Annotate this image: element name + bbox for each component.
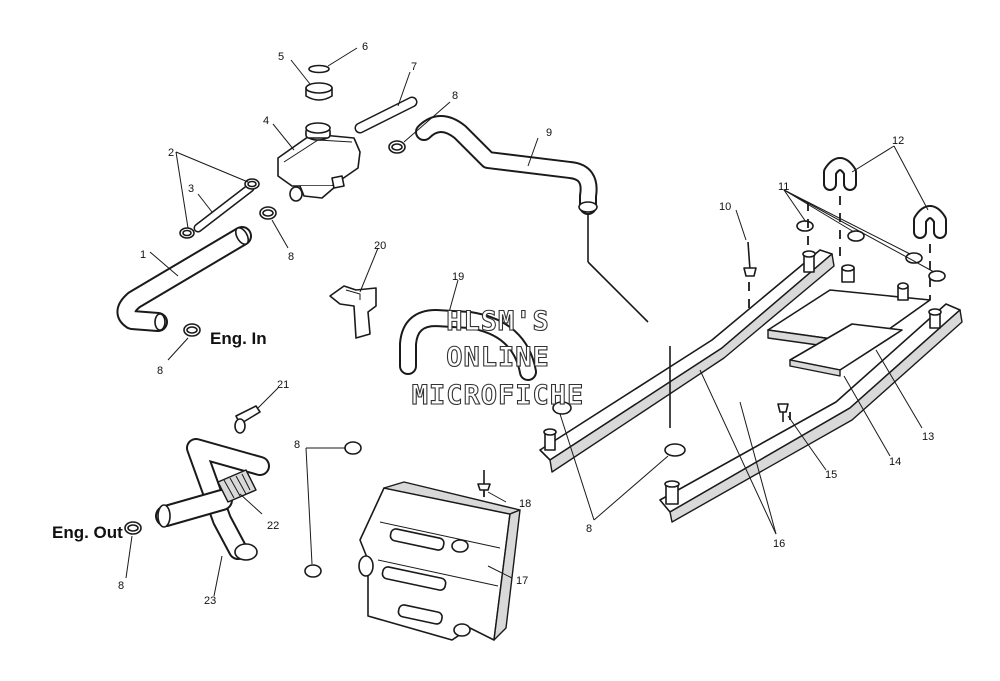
callout-13: 13 bbox=[922, 431, 934, 443]
part-4-coolant-bottle bbox=[277, 122, 361, 202]
part-16-heat-exchanger-left bbox=[539, 249, 835, 473]
callout-8-top: 8 bbox=[452, 90, 458, 102]
callout-18: 18 bbox=[519, 498, 531, 510]
part-18-bolt bbox=[477, 470, 491, 491]
callout-9: 9 bbox=[546, 127, 552, 139]
part-16-heat-exchanger-right bbox=[659, 303, 963, 523]
part-6-o-ring bbox=[308, 64, 330, 74]
callout-22: 22 bbox=[267, 520, 279, 532]
part-2-clamp-lower bbox=[179, 227, 195, 239]
part-15-bolt bbox=[777, 403, 789, 422]
leader-lines bbox=[125, 47, 935, 597]
part-14-gasket bbox=[789, 323, 903, 377]
callout-8-center: 8 bbox=[294, 439, 300, 451]
part-8-clamps-rails bbox=[552, 401, 686, 457]
callout-10: 10 bbox=[719, 201, 731, 213]
part-2-clamp-upper bbox=[244, 178, 260, 190]
routing-lines bbox=[587, 214, 671, 428]
part-8-clamp-eng-out bbox=[124, 521, 142, 535]
callout-4: 4 bbox=[263, 115, 269, 127]
eng-out-label: Eng. Out bbox=[52, 523, 123, 542]
eng-in-label: Eng. In bbox=[210, 329, 267, 348]
callout-11: 11 bbox=[778, 181, 789, 193]
callout-20: 20 bbox=[374, 240, 386, 252]
watermark-line-3: MICROFICHE bbox=[412, 380, 585, 411]
part-8-clamp-eng-in bbox=[183, 323, 201, 337]
watermark-line-1: HLSM'S bbox=[446, 306, 550, 337]
part-17-tunnel-cooler-panel bbox=[358, 481, 521, 641]
callout-21: 21 bbox=[277, 379, 289, 391]
part-11-clamps bbox=[796, 220, 946, 282]
callout-numbers: 1 2 3 4 5 6 7 8 8 8 8 8 8 9 10 11 12 13 … bbox=[118, 41, 934, 607]
watermark-line-2: ONLINE bbox=[446, 342, 550, 373]
part-22-coupler bbox=[217, 469, 257, 503]
part-20-bracket bbox=[329, 285, 377, 339]
callout-23: 23 bbox=[204, 595, 216, 607]
callout-8-bottom: 8 bbox=[586, 523, 592, 535]
part-12-u-hose-right bbox=[913, 205, 947, 239]
callout-12: 12 bbox=[892, 135, 904, 147]
part-21-fitting bbox=[234, 405, 261, 434]
part-19-crossover-hose bbox=[399, 309, 537, 381]
part-23-engine-outlet-hose bbox=[155, 438, 270, 561]
callout-8-eng-out: 8 bbox=[118, 580, 124, 592]
callout-8-eng-in: 8 bbox=[157, 365, 163, 377]
callout-3: 3 bbox=[188, 183, 194, 195]
callout-2: 2 bbox=[168, 147, 174, 159]
part-7-vent-tube bbox=[354, 96, 418, 134]
part-10-bolt bbox=[743, 241, 757, 277]
callout-5: 5 bbox=[278, 51, 284, 63]
part-3-tube bbox=[193, 183, 255, 233]
callout-17: 17 bbox=[516, 575, 528, 587]
part-5-cap bbox=[305, 82, 333, 101]
part-8-clamp-below-tank bbox=[259, 206, 277, 220]
part-8-clamps-center bbox=[304, 441, 362, 578]
part-12-u-hose-left bbox=[823, 157, 857, 191]
callout-15: 15 bbox=[825, 469, 837, 481]
watermark: HLSM'S ONLINE MICROFICHE bbox=[411, 305, 585, 411]
callout-14: 14 bbox=[889, 456, 901, 468]
part-1-engine-inlet-hose bbox=[116, 226, 252, 332]
callout-19: 19 bbox=[452, 271, 464, 283]
part-8-clamp-top bbox=[388, 140, 406, 154]
callout-6: 6 bbox=[362, 41, 368, 53]
callout-1: 1 bbox=[140, 249, 146, 261]
callout-16: 16 bbox=[773, 538, 785, 550]
callout-7: 7 bbox=[411, 61, 417, 73]
callout-8-tank-clamp: 8 bbox=[288, 251, 294, 263]
part-9-upper-hose bbox=[415, 115, 598, 215]
